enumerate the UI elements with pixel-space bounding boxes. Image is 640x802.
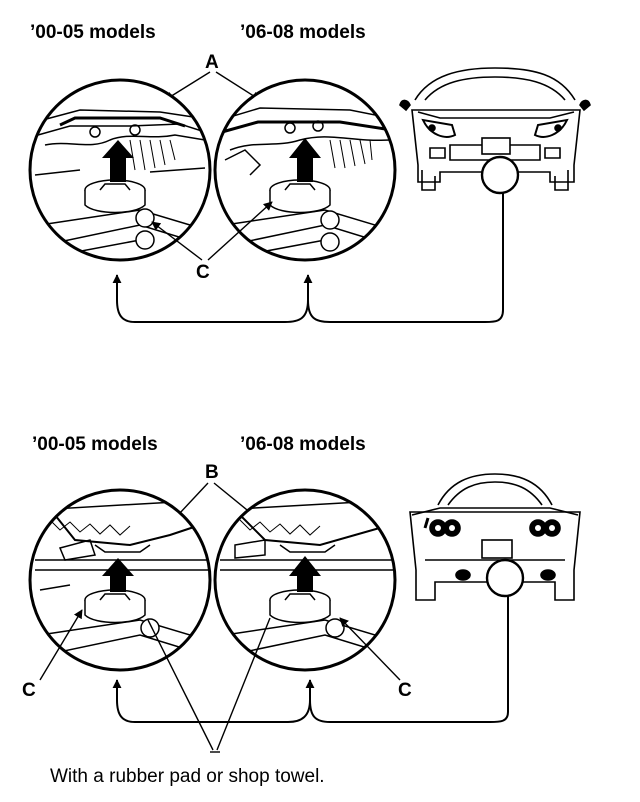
bottom-closeup-00-05 — [28, 488, 212, 672]
car-rear-view — [409, 473, 581, 601]
caption-rubber-pad: With a rubber pad or shop towel. — [50, 766, 325, 787]
bottom-connector-lines — [112, 596, 509, 723]
bottom-label-06-08: ’06-08 models — [240, 434, 366, 455]
top-closeup-06-08 — [213, 78, 397, 262]
callout-c-bottom-right: C — [398, 680, 412, 701]
top-label-06-08: ’06-08 models — [240, 22, 366, 43]
car-front-view — [399, 67, 591, 195]
callout-a: A — [205, 52, 219, 73]
bottom-label-00-05: ’00-05 models — [32, 434, 158, 455]
callout-c-top: C — [196, 262, 210, 283]
top-label-00-05: ’00-05 models — [30, 22, 156, 43]
top-closeup-00-05 — [28, 78, 212, 262]
bottom-closeup-06-08 — [213, 488, 397, 672]
callout-b: B — [205, 462, 219, 483]
callout-c-bottom-left: C — [22, 680, 36, 701]
top-connector-lines — [112, 193, 504, 323]
